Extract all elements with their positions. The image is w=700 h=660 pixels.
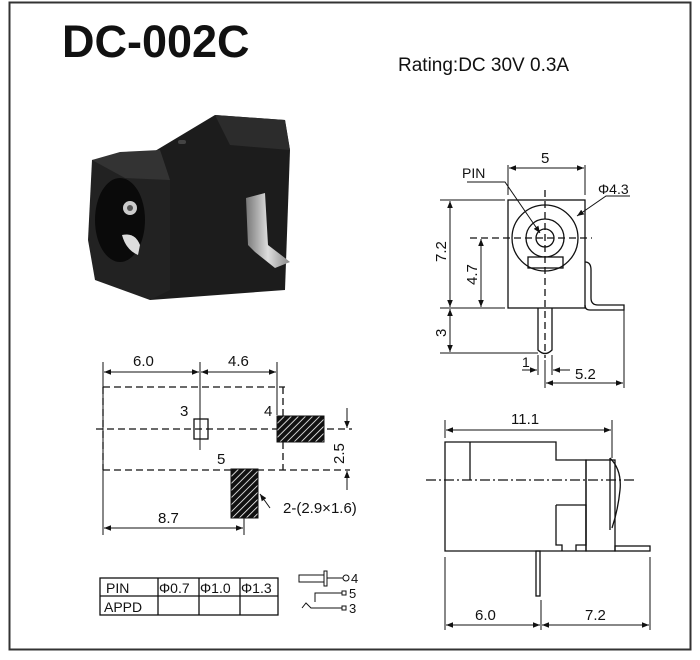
pad-4 xyxy=(276,415,325,443)
side-dim-left: 6.0 xyxy=(475,607,496,624)
pin-width-label: 1 xyxy=(522,354,530,370)
footprint-dim-bottom: 8.7 xyxy=(158,510,179,527)
width-label: 5 xyxy=(541,150,549,167)
footprint-dim-right: 4.6 xyxy=(228,353,249,370)
pad-3-label: 3 xyxy=(180,403,188,420)
part-title: DC-002C xyxy=(62,16,250,67)
pin-table: PIN APPD Φ0.7 Φ1.0 Φ1.3 xyxy=(99,577,279,616)
schematic-pin-3: 3 xyxy=(349,601,356,616)
column-header: Φ0.7 xyxy=(159,580,190,596)
pad-3 xyxy=(193,418,209,440)
length-label: 11.1 xyxy=(511,411,539,428)
side-view-drawing: 11.1 6.0 7.2 xyxy=(426,411,651,630)
pin-label: PIN xyxy=(462,165,485,181)
footprint-drawing: 6.0 4.6 3 4 5 2.5 8.7 2-(2.9×1.6) xyxy=(96,353,357,535)
height-label: 7.2 xyxy=(433,241,450,262)
schematic-pin-5: 5 xyxy=(349,586,356,601)
row-header-appd: APPD xyxy=(104,599,142,615)
pad-5-label: 5 xyxy=(217,451,225,468)
pin-length-label: 3 xyxy=(433,329,450,337)
footprint-dim-vertical: 2.5 xyxy=(331,443,348,464)
pad-size-label: 2-(2.9×1.6) xyxy=(283,500,357,517)
row-header-pin: PIN xyxy=(106,580,129,596)
center-height-label: 4.7 xyxy=(464,264,481,285)
pad-5 xyxy=(230,468,259,519)
column-header: Φ1.3 xyxy=(241,580,272,596)
diameter-label: Φ4.3 xyxy=(598,181,629,197)
schematic-pin-4: 4 xyxy=(351,571,358,586)
footprint-dim-left: 6.0 xyxy=(133,353,154,370)
front-view-drawing: 5 PIN Φ4.3 7.2 4.7 3 1 5.2 xyxy=(433,150,630,388)
column-header: Φ1.0 xyxy=(200,580,231,596)
rating-text: Rating:DC 30V 0.3A xyxy=(398,55,569,76)
pad-4-label: 4 xyxy=(264,403,272,420)
page-frame xyxy=(8,1,692,651)
tab-offset-label: 5.2 xyxy=(575,366,596,383)
jack-schematic-symbol: 4 5 3 xyxy=(298,570,358,616)
product-photo xyxy=(88,115,290,300)
side-dim-right: 7.2 xyxy=(585,607,606,624)
